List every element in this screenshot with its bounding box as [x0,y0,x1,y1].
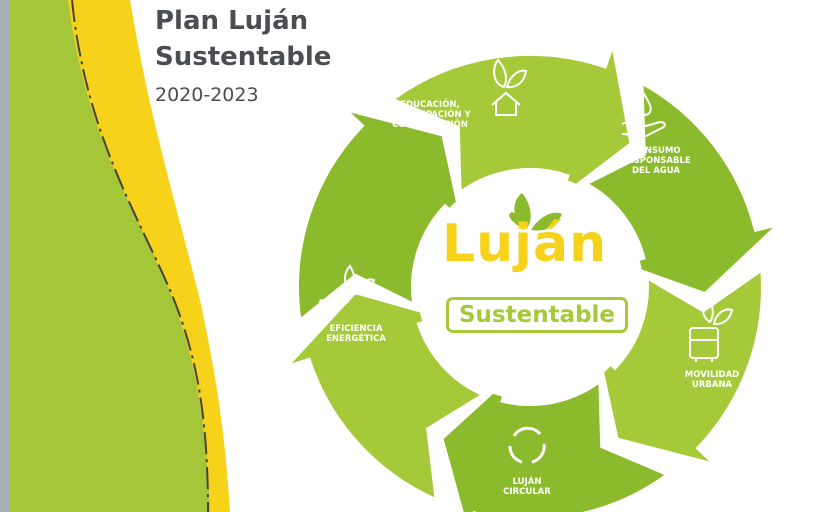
left-edge-strip [0,0,9,512]
recycle-icon [508,426,546,464]
cycle-arrow [391,42,632,199]
leaf-house-icon [491,58,528,116]
green-wave [9,0,210,512]
cycle-arrow [585,82,780,295]
cycle-arrow [441,377,669,512]
title-line-1: Plan Luján [155,6,309,36]
center-circle [417,174,643,400]
logo-leaves-icon [509,193,562,231]
cycle-label-circular: LUJÁN CIRCULAR [503,477,551,497]
cycle-ring [285,42,780,512]
logo-sustentable: Sustentable [446,297,628,333]
plan-years: 2020-2023 [155,84,259,106]
bus-leaf-icon [689,294,734,362]
cycle-label-eficiencia: EFICIENCIA ENERGÉTICA [326,324,386,344]
plug-leaf-icon [319,264,376,313]
cycle-label-educacion: EDUCACIÓN, PARTICIPACIÓN Y COMUNICACIÓN [389,100,471,130]
dashed-line [71,0,209,512]
water-hand-icon [621,92,666,138]
cycle-label-movilidad: MOVILIDAD URBANA [684,370,740,390]
cycle-arrow [597,268,763,466]
cycle-label-agua: CONSUMO RESPONSABLE DEL AGUA [621,146,691,176]
title-line-2: Sustentable [155,42,332,72]
logo-lujan: Luján [442,214,608,274]
cycle-arrow [297,108,463,322]
cycle-arrow [285,291,485,501]
